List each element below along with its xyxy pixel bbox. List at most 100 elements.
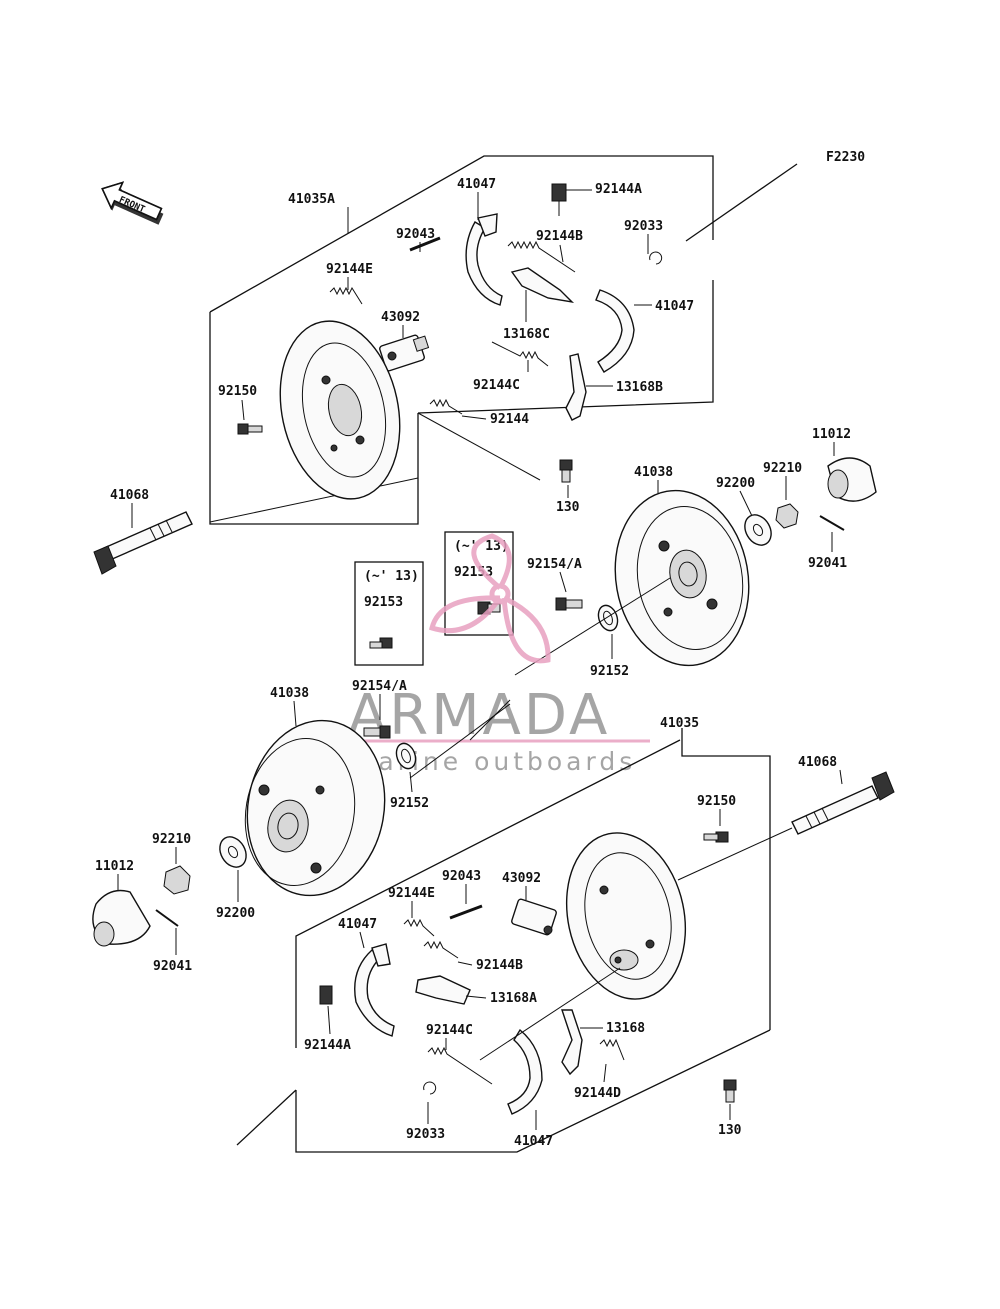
nut-lower-part bbox=[163, 865, 191, 895]
wheel-cylinder-lower-part bbox=[511, 898, 557, 936]
watermark: ARMADA marine outboards bbox=[348, 533, 650, 776]
label-spring-e: 92144E bbox=[326, 262, 373, 277]
label-spring-c-lower: 92144C bbox=[426, 1023, 473, 1038]
watermark-tagline: marine outboards bbox=[350, 747, 636, 776]
spring-c-lower-part bbox=[427, 1046, 493, 1085]
axle-shaft-lower bbox=[791, 771, 895, 835]
hub-cap-upper bbox=[827, 457, 877, 502]
label-hub-bolt: 92154/A bbox=[527, 557, 582, 572]
label-lever: 13168C bbox=[503, 327, 550, 342]
label-wheel-cyl: 43092 bbox=[381, 310, 420, 325]
lower-frame-left bbox=[295, 739, 681, 1048]
label-wheel-cyl-lower: 43092 bbox=[502, 871, 541, 886]
backing-plate-lower bbox=[565, 832, 687, 1000]
label-cap: 11012 bbox=[812, 427, 851, 442]
label-spring-d: 92144D bbox=[574, 1086, 621, 1101]
label-clip-a: 92144A bbox=[595, 182, 642, 197]
variant-box-1: (~' 13) 92153 bbox=[354, 561, 424, 666]
pin-lower-part bbox=[449, 904, 483, 920]
lower-lead-line bbox=[469, 699, 511, 741]
label-shoe-left: 41047 bbox=[338, 917, 377, 932]
hub-cap-lower bbox=[92, 889, 151, 947]
spring-b-lower-part bbox=[423, 940, 459, 959]
label-hub-bolt-lower: 92154/A bbox=[352, 679, 407, 694]
hub-bolt-lower-part bbox=[363, 725, 391, 739]
label-shaft-lower: 41068 bbox=[798, 755, 837, 770]
brake-shoe-bottom-lower bbox=[507, 1028, 543, 1115]
hub-bolt-part bbox=[555, 597, 583, 611]
label-bolt-130-lower: 130 bbox=[718, 1123, 742, 1138]
label-bolt-lower: 92150 bbox=[697, 794, 736, 809]
label-spring-b-lower: 92144B bbox=[476, 958, 523, 973]
cotter-pin-part bbox=[819, 515, 845, 531]
label-cotter: 92041 bbox=[808, 556, 847, 571]
label-clip-a-lower: 92144A bbox=[304, 1038, 351, 1053]
label-drum-lower: 41038 bbox=[270, 686, 309, 701]
axle-shaft-upper bbox=[93, 511, 193, 575]
label-cap-lower: 11012 bbox=[95, 859, 134, 874]
variant-part-1: 92153 bbox=[364, 595, 403, 610]
lower-frame-bottom bbox=[295, 1029, 771, 1153]
label-pin-lower: 92043 bbox=[442, 869, 481, 884]
label-pin: 92043 bbox=[396, 227, 435, 242]
ring-icon bbox=[649, 251, 663, 265]
upper-assembly: 41035A 41047 92144A 92043 92144B 92033 9… bbox=[93, 155, 877, 679]
label-41035: 41035 bbox=[660, 716, 699, 731]
lower-assembly: 41035 41038 92154/A 92152 41068 bbox=[92, 679, 895, 1153]
label-spring: 92144 bbox=[490, 412, 529, 427]
shoe-web bbox=[477, 213, 498, 237]
upper-frame-top bbox=[209, 155, 714, 313]
variant-year-1: (~' 13) bbox=[364, 569, 419, 584]
nut-part bbox=[775, 503, 799, 529]
label-ring: 92033 bbox=[624, 219, 663, 234]
brake-shoe-upper bbox=[465, 221, 503, 306]
bolt-lower-part bbox=[703, 831, 729, 843]
label-spring-e-lower: 92144E bbox=[388, 886, 435, 901]
spring-c-part bbox=[491, 341, 549, 367]
label-drum: 41038 bbox=[634, 465, 673, 480]
seal-lower-part bbox=[395, 742, 417, 770]
label-washer: 92200 bbox=[716, 476, 755, 491]
upper-diag-line bbox=[685, 163, 798, 242]
label-ring-lower: 92033 bbox=[406, 1127, 445, 1142]
propeller-logo-icon bbox=[429, 533, 551, 664]
label-shoe-bottom: 41047 bbox=[514, 1134, 553, 1149]
lever-lower-part bbox=[415, 975, 471, 1005]
variant-bolt-1 bbox=[369, 637, 393, 649]
lower-diag-line bbox=[236, 1089, 297, 1146]
clip-lower-icon bbox=[319, 985, 333, 1005]
spring-e-part bbox=[329, 286, 363, 305]
label-spring-c: 92144C bbox=[473, 378, 520, 393]
washer-part bbox=[744, 514, 772, 546]
brake-shoe-right bbox=[595, 289, 635, 373]
label-seal: 92152 bbox=[590, 664, 629, 679]
link-lower-part bbox=[561, 1009, 583, 1076]
brake-drum-lower bbox=[244, 719, 386, 897]
backing-plate-upper bbox=[279, 320, 401, 500]
bolt-130-lower-part bbox=[723, 1079, 737, 1103]
label-cotter-lower: 92041 bbox=[153, 959, 192, 974]
label-shoe-top: 41047 bbox=[457, 177, 496, 192]
brake-drum-upper bbox=[614, 489, 750, 667]
label-shoe-right: 41047 bbox=[655, 299, 694, 314]
label-link: 13168B bbox=[616, 380, 663, 395]
label-spring-b: 92144B bbox=[536, 229, 583, 244]
spring-plain-part bbox=[429, 398, 463, 415]
ring-lower-icon bbox=[423, 1081, 437, 1095]
bolt-130-part bbox=[559, 459, 573, 483]
label-seal-lower: 92152 bbox=[390, 796, 429, 811]
lower-frame-right bbox=[681, 728, 771, 1030]
upper-frame-right bbox=[417, 280, 714, 414]
label-link-lower: 13168 bbox=[606, 1021, 645, 1036]
pin-part bbox=[409, 236, 441, 252]
upper-lead-to-hub bbox=[417, 412, 541, 481]
figure-code: F2230 bbox=[826, 150, 865, 165]
brake-shoe-left-lower bbox=[354, 949, 395, 1037]
label-nut: 92210 bbox=[763, 461, 802, 476]
cotter-pin-lower-part bbox=[155, 909, 179, 927]
label-shaft: 41068 bbox=[110, 488, 149, 503]
clip-icon bbox=[551, 183, 567, 202]
label-washer-lower: 92200 bbox=[216, 906, 255, 921]
label-nut-lower: 92210 bbox=[152, 832, 191, 847]
variant-year-2: (~' 13) bbox=[454, 539, 509, 554]
